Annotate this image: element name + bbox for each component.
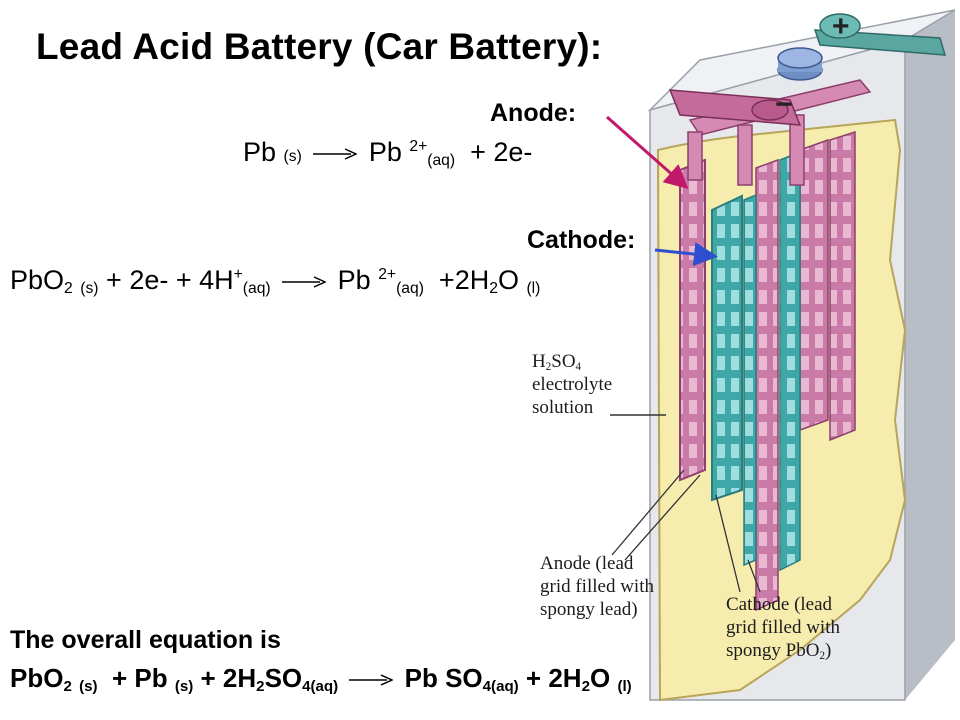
reaction-arrow-icon: [282, 276, 327, 288]
cathode-leader-2: [747, 559, 761, 593]
anode-leader-1: [611, 469, 685, 556]
cathode-heading: Cathode:: [527, 226, 636, 254]
vent-cap: [777, 47, 823, 81]
anode-plate: [679, 158, 706, 482]
cathode-pointer-arrow: [654, 242, 718, 267]
negative-terminal: −: [668, 88, 802, 126]
cathode-plate: [711, 194, 743, 502]
electrolyte-label: H2SO4 electrolyte solution: [532, 351, 613, 418]
rear-plates: [755, 130, 856, 612]
plus-symbol: +: [832, 10, 850, 43]
anode-grid-label: Anode (lead grid filled with spongy lead…: [540, 553, 654, 620]
anode-equation: Pb (s) Pb 2+(aq) + 2e-: [243, 137, 533, 170]
battery-illustration: − +: [606, 9, 956, 702]
cathode-grid-label: Cathode (lead grid filled with spongy Pb…: [726, 594, 840, 663]
reaction-arrow-icon: [313, 148, 358, 160]
overall-heading: The overall equation is: [10, 626, 281, 654]
cathode-leader-1: [715, 494, 741, 593]
anode-leader-2: [624, 474, 701, 561]
cathode-plate-2: [743, 193, 757, 567]
anode-pointer-arrow: [606, 115, 689, 189]
cathode-equation: PbO2 (s) + 2e- + 4H+(aq) Pb 2+(aq) +2H2O…: [10, 265, 541, 298]
anode-heading: Anode:: [490, 99, 577, 127]
positive-terminal: +: [813, 10, 947, 56]
minus-symbol: −: [775, 88, 793, 121]
overall-equation: PbO2 (s) + Pb (s) + 2H2SO4(aq) Pb SO4(aq…: [10, 663, 632, 696]
page-title: Lead Acid Battery (Car Battery):: [36, 26, 603, 67]
reaction-arrow-icon: [349, 674, 394, 686]
